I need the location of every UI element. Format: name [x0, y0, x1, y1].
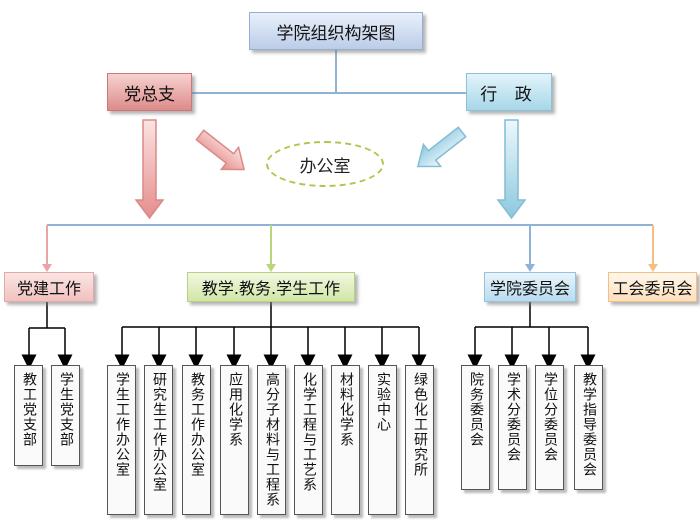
- leaf-label: 应用化学系: [227, 372, 243, 447]
- union-box: 工会委员会: [608, 272, 697, 302]
- leaf-label: 学生党支部: [58, 372, 74, 447]
- chart-title-box: 学院组织构架图: [249, 12, 423, 50]
- leaf-teaching-unit: 实验中心: [368, 365, 397, 515]
- leaf-label: 研究生工作办公室: [151, 372, 167, 492]
- admin-office-arrow: [416, 126, 467, 168]
- leaf-teaching-unit: 教务工作办公室: [182, 365, 211, 515]
- leaf-label: 学位分委员会: [542, 372, 558, 462]
- teaching-box: 教学.教务.学生工作: [187, 272, 355, 302]
- leaf-teaching-unit: 化学工程与工艺系: [294, 365, 323, 515]
- committee-box: 学院委员会: [484, 272, 576, 302]
- leaf-party-branch: 教工党支部: [14, 365, 43, 466]
- leaf-teaching-unit: 高分子材料与工程系: [257, 365, 286, 515]
- office-label: 办公室: [299, 156, 351, 177]
- leaf-label: 教学指导委员会: [581, 372, 597, 477]
- leaf-label: 教务工作办公室: [189, 372, 205, 477]
- leaf-teaching-unit: 学生工作办公室: [107, 365, 136, 515]
- leaf-teaching-unit: 应用化学系: [220, 365, 249, 515]
- leaf-party-branch: 学生党支部: [51, 365, 80, 466]
- leaf-committee: 院务委员会: [461, 365, 490, 490]
- leaf-committee: 教学指导委员会: [574, 365, 603, 490]
- leaf-teaching-unit: 绿色化工研究所: [405, 365, 434, 515]
- leaf-teaching-unit: 研究生工作办公室: [144, 365, 173, 515]
- union-label: 工会委员会: [612, 279, 693, 298]
- administration-box: 行 政: [466, 73, 552, 111]
- administration-label: 行 政: [480, 84, 538, 105]
- leaf-committee: 学位分委员会: [535, 365, 564, 490]
- admin-down-arrow: [496, 119, 527, 220]
- leaf-label: 学术分委员会: [505, 372, 521, 462]
- teaching-label: 教学.教务.学生工作: [201, 279, 341, 298]
- leaf-teaching-unit: 材料化学系: [331, 365, 360, 515]
- leaf-label: 绿色化工研究所: [412, 372, 428, 477]
- party-work-label: 党建工作: [16, 279, 81, 298]
- party-branch-box: 党总支: [107, 73, 192, 111]
- party-down-arrow: [134, 119, 165, 220]
- office-ellipse: 办公室: [266, 141, 384, 187]
- party-office-arrow: [195, 129, 246, 171]
- party-branch-label: 党总支: [124, 84, 175, 105]
- leaf-label: 化学工程与工艺系: [301, 372, 317, 492]
- leaf-label: 材料化学系: [338, 372, 354, 447]
- leaf-label: 高分子材料与工程系: [264, 372, 280, 507]
- leaf-label: 学生工作办公室: [114, 372, 130, 477]
- chart-title: 学院组织构架图: [276, 23, 396, 44]
- committee-label: 学院委员会: [489, 279, 570, 298]
- leaf-label: 院务委员会: [468, 372, 484, 447]
- leaf-label: 教工党支部: [21, 372, 37, 447]
- leaf-label: 实验中心: [375, 372, 391, 432]
- leaf-committee: 学术分委员会: [498, 365, 527, 490]
- party-work-box: 党建工作: [4, 272, 94, 302]
